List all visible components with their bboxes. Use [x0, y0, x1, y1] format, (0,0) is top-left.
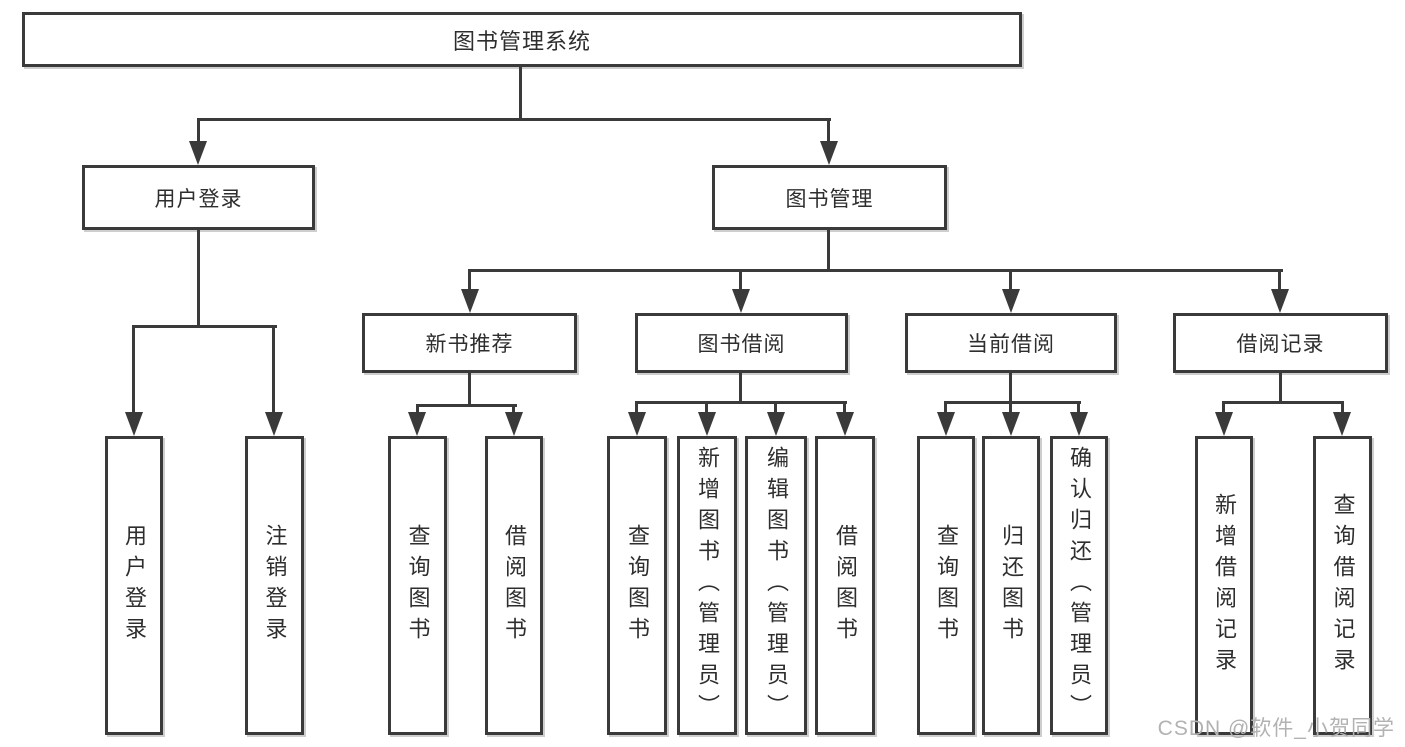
node-label: 查询图书 [625, 523, 650, 648]
node-label: 查询图书 [934, 523, 959, 648]
node-label: 归还图书 [999, 523, 1024, 648]
connector-line [1222, 401, 1344, 404]
csdn-watermark: CSDN @软件_小贺同学 [1157, 717, 1395, 740]
node-label: 编辑图书（管理员） [764, 446, 789, 725]
arrow-down-icon [408, 412, 426, 436]
connector-line [1009, 269, 1012, 291]
connector-line [468, 269, 1283, 272]
arrow-down-icon [836, 412, 854, 436]
connector-line [635, 401, 638, 414]
leaf-add-borrow-record: 新增借阅记录 [1195, 436, 1253, 735]
connector-line [1077, 401, 1080, 414]
arrow-down-icon [732, 289, 750, 313]
node-new-book-recommendation: 新书推荐 [362, 313, 577, 373]
arrow-down-icon [265, 412, 283, 436]
node-borrowing-records: 借阅记录 [1173, 313, 1388, 373]
connector-line [132, 325, 135, 414]
node-label: 当前借阅 [967, 333, 1055, 356]
connector-line [416, 404, 419, 416]
arrow-down-icon [189, 141, 207, 165]
arrow-down-icon [820, 141, 838, 165]
connector-line [944, 401, 1081, 404]
connector-line [1222, 401, 1225, 414]
connector-line [774, 401, 777, 414]
leaf-confirm-return-admin: 确认归还（管理员） [1050, 436, 1108, 735]
node-label: 用户登录 [154, 187, 243, 211]
arrow-down-icon [1002, 412, 1020, 436]
arrow-down-icon [1271, 289, 1289, 313]
connector-line [132, 325, 277, 328]
node-book-management: 图书管理 [712, 165, 947, 230]
connector-line [739, 269, 742, 291]
leaf-query-books-2: 查询图书 [607, 436, 667, 735]
connector-line [468, 373, 471, 407]
arrow-down-icon [1333, 412, 1351, 436]
connector-line [1009, 373, 1012, 404]
node-label: 借阅记录 [1236, 333, 1325, 356]
node-label: 新书推荐 [425, 333, 514, 356]
arrow-down-icon [125, 412, 143, 436]
connector-line [416, 404, 517, 407]
leaf-edit-books-admin: 编辑图书（管理员） [745, 436, 807, 735]
leaf-query-books-1: 查询图书 [388, 436, 447, 735]
node-label: 注销登录 [262, 523, 288, 648]
node-label: 新增图书（管理员） [695, 446, 720, 725]
connector-line [843, 401, 846, 414]
leaf-add-books-admin: 新增图书（管理员） [677, 436, 737, 735]
connector-line [272, 325, 275, 414]
leaf-return-books: 归还图书 [982, 436, 1040, 735]
leaf-borrow-books-1: 借阅图书 [485, 436, 543, 735]
connector-line [827, 230, 830, 272]
leaf-logout: 注销登录 [245, 436, 304, 735]
node-label: 图书管理系统 [452, 28, 591, 54]
arrow-down-icon [1215, 412, 1233, 436]
connector-line [1341, 401, 1344, 414]
connector-line [1279, 373, 1282, 404]
arrow-down-icon [628, 412, 646, 436]
connector-line [197, 118, 200, 145]
node-label: 图书借阅 [697, 333, 786, 356]
node-label: 新增借阅记录 [1212, 492, 1237, 679]
node-label: 借阅图书 [833, 523, 858, 648]
leaf-borrow-books-2: 借阅图书 [815, 436, 875, 735]
node-current-borrowing: 当前借阅 [905, 313, 1117, 373]
connector-line [468, 269, 471, 291]
connector-line [1278, 269, 1281, 291]
arrow-down-icon [461, 289, 479, 313]
node-label: 查询借阅记录 [1330, 492, 1356, 679]
node-label: 用户登录 [122, 523, 147, 648]
node-label: 确认归还（管理员） [1067, 446, 1092, 725]
arrow-down-icon [1002, 289, 1020, 313]
connector-line [635, 401, 847, 404]
leaf-query-books-3: 查询图书 [917, 436, 975, 735]
leaf-query-borrow-record: 查询借阅记录 [1313, 436, 1372, 735]
node-label: 查询图书 [405, 523, 431, 648]
arrow-down-icon [505, 412, 523, 436]
node-user-login: 用户登录 [82, 165, 315, 230]
connector-line [944, 401, 947, 414]
connector-line [1009, 401, 1012, 414]
arrow-down-icon [767, 412, 785, 436]
arrow-down-icon [1070, 412, 1088, 436]
node-library-management-system: 图书管理系统 [22, 12, 1022, 67]
node-book-borrowing: 图书借阅 [635, 313, 848, 373]
connector-line [827, 118, 830, 145]
arrow-down-icon [937, 412, 955, 436]
connector-line [197, 230, 200, 328]
node-label: 借阅图书 [502, 523, 527, 648]
connector-line [739, 373, 742, 404]
arrow-down-icon [698, 412, 716, 436]
connector-line [705, 401, 708, 414]
node-label: 图书管理 [785, 187, 874, 211]
connector-line [197, 118, 831, 121]
connector-line [519, 67, 522, 119]
connector-line [512, 404, 515, 416]
leaf-user-login: 用户登录 [105, 436, 163, 735]
